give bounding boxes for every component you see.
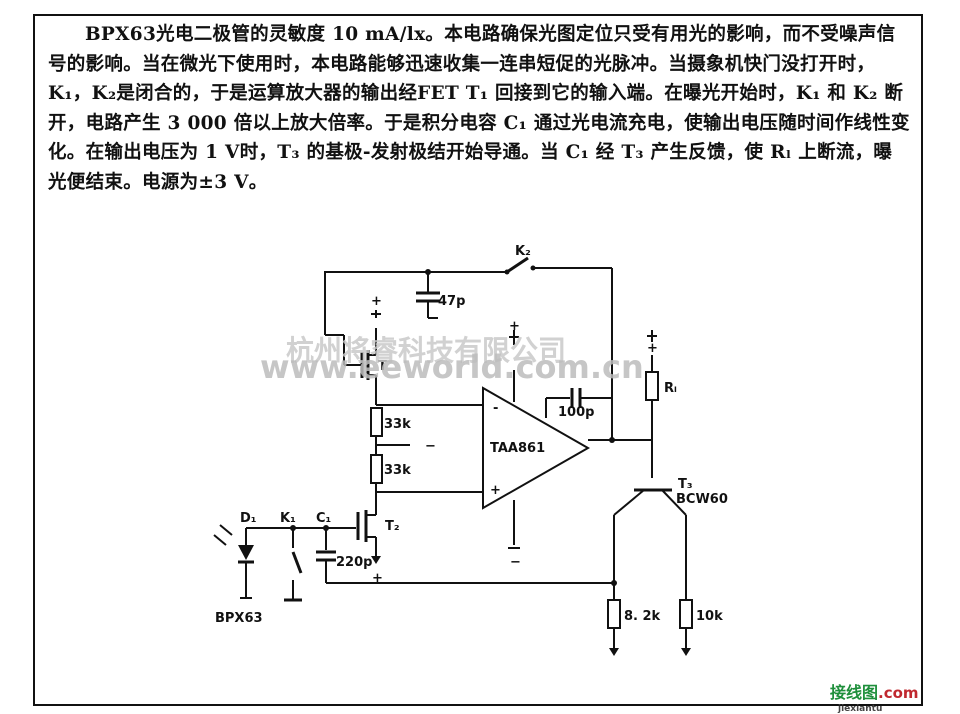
resistor-divider xyxy=(370,404,483,500)
resistor-33k-bottom-label: 33k xyxy=(384,463,411,478)
input-section xyxy=(213,500,614,602)
logo-dot-com: .com xyxy=(878,684,919,702)
resistor-8k2-label: 8. 2k xyxy=(624,609,661,624)
top-feedback-loop xyxy=(324,256,613,440)
switch-k1-label: K₁ xyxy=(280,511,296,526)
logo-jiexiantu: 接线图 xyxy=(830,683,878,702)
capacitor-c1-label: C₁ xyxy=(316,511,331,526)
description-text: BPX63光电二极管的灵敏度 10 mA/lx。本电路确保光图定位只受有用光的影… xyxy=(48,24,910,193)
resistor-rl-label: Rₗ xyxy=(664,381,677,396)
op-amp xyxy=(482,330,652,549)
t1-supply-plus: + xyxy=(371,294,382,309)
logo-subtext: jiexiantu xyxy=(837,704,882,714)
resistor-10k-label: 10k xyxy=(696,609,723,624)
photodiode-part-label: BPX63 xyxy=(215,611,263,626)
t2-plus-label: + xyxy=(372,571,383,586)
fet-t1-label: T xyxy=(378,359,387,374)
rl-supply-plus: + xyxy=(647,341,658,356)
diode-d1-label: D₁ xyxy=(240,511,257,526)
capacitor-47p-label: 47p xyxy=(438,294,465,309)
minus-supply-mid: − xyxy=(425,439,436,454)
switch-k2-label: K₂ xyxy=(515,244,531,259)
fet-t2-label: T₂ xyxy=(385,519,400,534)
fet-t1 xyxy=(343,310,381,405)
op-amp-noninverting: + xyxy=(490,483,501,498)
figure-border xyxy=(33,14,923,706)
resistor-33k-top-label: 33k xyxy=(384,417,411,432)
capacitor-220p-label: 220p xyxy=(336,555,372,570)
watermark-site: www.eeworld.com.cn xyxy=(260,348,644,386)
output-stage xyxy=(607,330,693,656)
capacitor-100p-label: 100p xyxy=(558,405,594,420)
op-amp-inverting: - xyxy=(493,401,498,416)
op-amp-label: TAA861 xyxy=(490,441,545,456)
transistor-t3-label: T₃ xyxy=(678,477,693,492)
transistor-t3-part: BCW60 xyxy=(676,492,728,507)
op-amp-supply-plus: + xyxy=(509,319,520,334)
op-amp-supply-minus: − xyxy=(510,555,521,570)
watermark-chinese: 杭州将睿科技有限公司 xyxy=(286,334,566,367)
